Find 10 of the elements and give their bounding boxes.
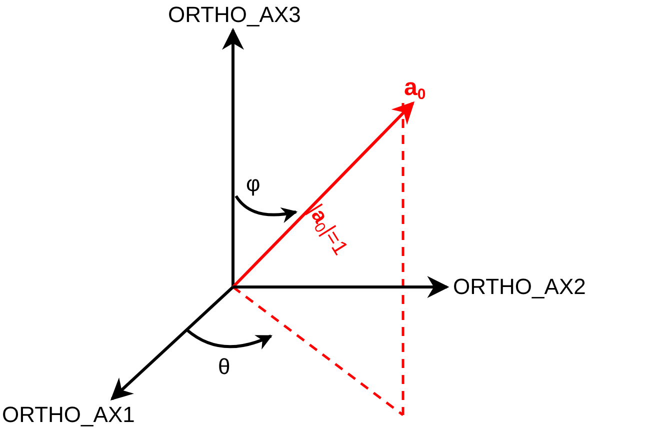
arrow [110,286,234,400]
vector-label: a$_{0}$ [404,76,426,100]
axis-label: ORTHO_AX2 [453,275,586,299]
arrow [232,101,415,288]
arrow [233,276,450,298]
axis-label: ORTHO_AX3 [168,3,301,27]
arrow [222,28,244,287]
angle-label: φ [246,172,260,196]
axis-label: ORTHO_AX1 [2,403,135,427]
angle-label: θ [218,355,230,379]
